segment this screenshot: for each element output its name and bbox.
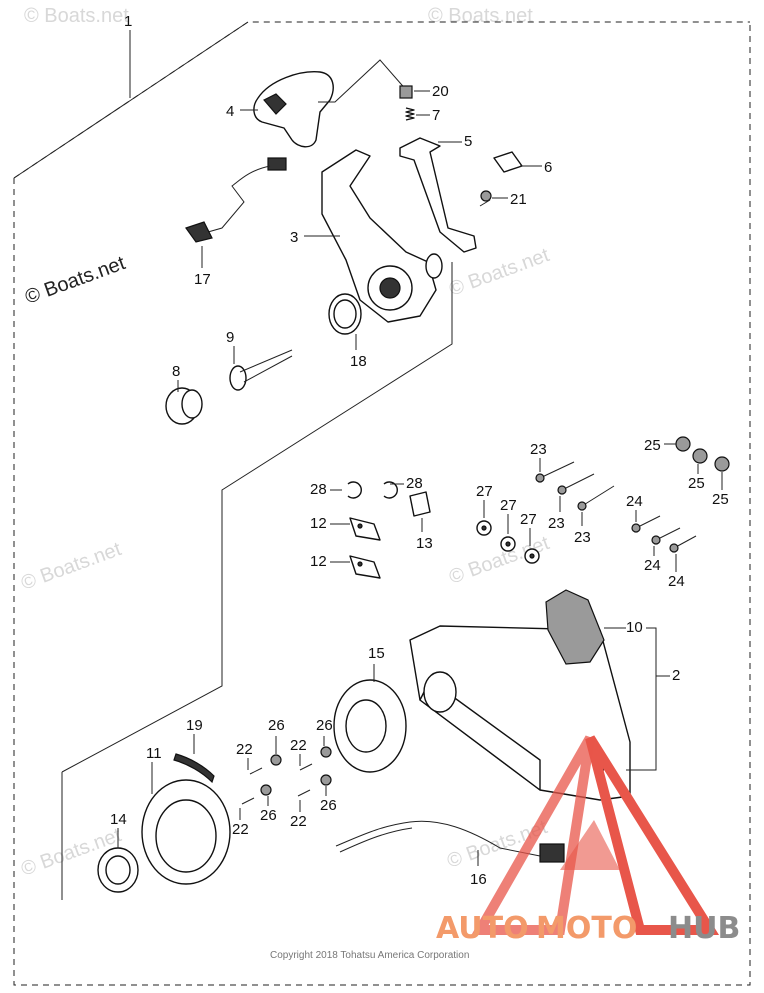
- callout-label: 5: [464, 133, 472, 150]
- callout-label: 16: [470, 871, 487, 888]
- watermark-main: © Boats.net: [22, 252, 128, 309]
- copyright-text: Copyright 2018 Tohatsu America Corporati…: [270, 950, 469, 961]
- callout-label: 26: [320, 797, 337, 814]
- callout-label: 9: [226, 329, 234, 346]
- callout-label: 14: [110, 811, 127, 828]
- part-22-26: 26 26 26 26 22 22 22 22: [232, 717, 337, 838]
- callout-label: 8: [172, 363, 180, 380]
- callout-label: 24: [626, 493, 643, 510]
- assembly-frame: [13, 21, 751, 986]
- callout-label: 20: [432, 83, 449, 100]
- callout-label: 12: [310, 553, 327, 570]
- part-20-7: 20 7: [318, 59, 449, 124]
- callout-label: 23: [574, 529, 591, 546]
- callout-label: 3: [290, 229, 298, 246]
- callout-label: 26: [260, 807, 277, 824]
- callout-label: 27: [476, 483, 493, 500]
- part-27-washers: 27 27 27: [476, 483, 540, 564]
- watermark-faint: © Boats.net: [24, 5, 129, 27]
- callout-label: 27: [520, 511, 537, 528]
- callout-label: 25: [712, 491, 729, 508]
- part-28-13-12: 28 28 13 12 12: [310, 475, 433, 579]
- callout-label: 27: [500, 497, 517, 514]
- divider-line: [61, 262, 453, 773]
- callout-label: 6: [544, 159, 552, 176]
- callout-label: 28: [406, 475, 423, 492]
- logo-text-auto: AUTO: [436, 911, 529, 946]
- part-14-bearing: 14: [97, 811, 139, 893]
- part-5-arm: 5: [399, 133, 477, 253]
- part-17-cable: 17: [185, 157, 287, 288]
- callout-label: 22: [290, 813, 307, 830]
- faint-watermarks: © Boats.net © Boats.net © Boats.net © Bo…: [18, 5, 552, 881]
- callout-label: 4: [226, 103, 234, 120]
- callout-label: 19: [186, 717, 203, 734]
- part-23-bolts: 23 23 23: [530, 441, 615, 546]
- part-15-plate: 15: [333, 645, 407, 773]
- part-16-harness: 16: [335, 820, 565, 888]
- part-8-9: 8 9: [165, 329, 293, 425]
- callout-label: 22: [232, 821, 249, 838]
- logo-text-moto: MOTO: [536, 911, 637, 946]
- part-4-grip: 4: [226, 71, 334, 148]
- callout-label: 12: [310, 515, 327, 532]
- watermark-faint: © Boats.net: [446, 244, 552, 301]
- part-18-ring: 18: [328, 293, 367, 370]
- callout-label: 18: [350, 353, 367, 370]
- logo-text-hub: HUB: [668, 911, 740, 946]
- callout-label: 15: [368, 645, 385, 662]
- callout-label: 13: [416, 535, 433, 552]
- callout-label: 22: [236, 741, 253, 758]
- part-3-lever: 3: [290, 149, 443, 323]
- callout-label: 2: [672, 667, 680, 684]
- part-11-19: 19 11: [141, 717, 231, 885]
- callout-label: 23: [548, 515, 565, 532]
- callout-label: 24: [644, 557, 661, 574]
- callout-label: 25: [644, 437, 661, 454]
- callout-label: 26: [316, 717, 333, 734]
- callout-label: 28: [310, 481, 327, 498]
- callout-label: 17: [194, 271, 211, 288]
- part-6: 6: [493, 151, 552, 176]
- watermark-faint: © Boats.net: [18, 538, 124, 595]
- callout-label: 21: [510, 191, 527, 208]
- part-25-nuts: 25 25 25: [644, 436, 730, 508]
- callout-label: 26: [268, 717, 285, 734]
- part-21-screw: 21: [479, 190, 527, 208]
- callout-label: 11: [146, 745, 162, 762]
- callout-label: 10: [626, 619, 643, 636]
- callout-label: 24: [668, 573, 685, 590]
- callout-1: 1: [124, 13, 132, 98]
- automotohub-logo: AUTO MOTO HUB: [436, 735, 740, 946]
- callout-label: 1: [124, 13, 132, 30]
- callout-label: 7: [432, 107, 440, 124]
- callout-label: 25: [688, 475, 705, 492]
- watermark-faint: © Boats.net: [428, 5, 533, 27]
- callout-label: 23: [530, 441, 547, 458]
- callout-label: 22: [290, 737, 307, 754]
- part-24-screws: 24 24 24: [626, 493, 697, 590]
- part-2-housing: 10 2: [409, 589, 680, 801]
